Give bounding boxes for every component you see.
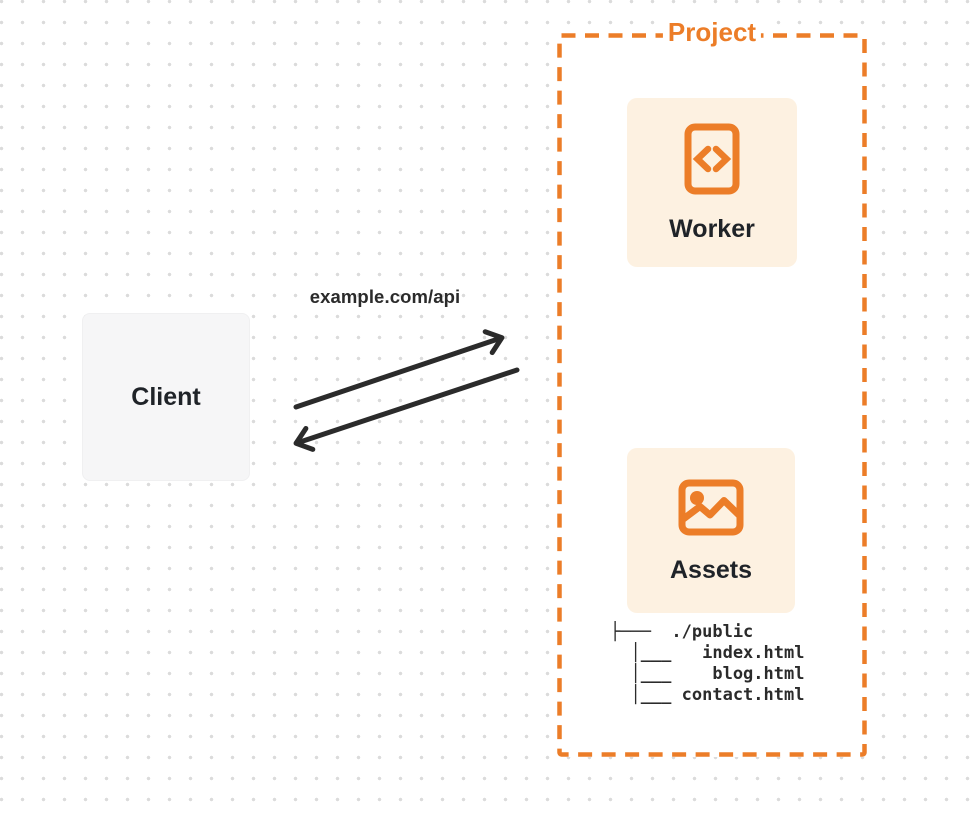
worker-label: Worker [669, 215, 755, 243]
client-label: Client [131, 382, 201, 411]
assets-node: Assets [627, 448, 795, 613]
response-arrow [293, 367, 520, 452]
project-container: Project Worker Assets ├─── ./public │___… [557, 16, 867, 757]
request-url-label: example.com/api [309, 286, 461, 307]
client-node: Client [82, 313, 250, 481]
worker-node: Worker [627, 98, 797, 267]
image-icon [678, 479, 744, 535]
project-title: Project [662, 16, 762, 48]
assets-file-tree: ├─── ./public │___ index.html │___ blog.… [610, 622, 805, 705]
code-document-icon [684, 123, 740, 195]
request-arrow [293, 329, 505, 410]
assets-label: Assets [670, 555, 752, 584]
